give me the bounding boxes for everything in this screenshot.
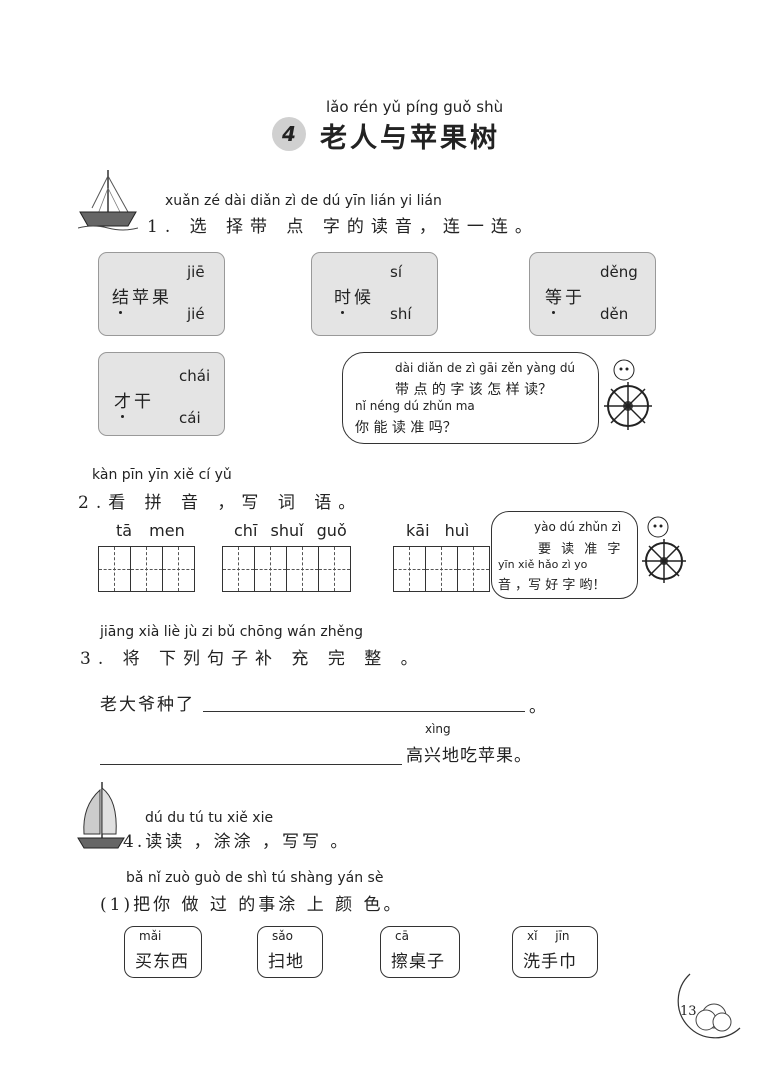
q1-option[interactable]: jié xyxy=(187,305,205,323)
q1-option[interactable]: chái xyxy=(179,367,211,385)
activity-box-sweeping[interactable]: sǎo 扫地 xyxy=(257,926,323,978)
writing-cell[interactable] xyxy=(255,547,287,591)
bubble-text: 音 ，写 好 字 哟！ xyxy=(498,578,606,593)
q4-sub-prompt: (1)把你 做 过 的事涂 上 颜 色。 xyxy=(100,895,404,915)
activity-box-shopping[interactable]: mǎi 买东西 xyxy=(124,926,202,978)
writing-cell[interactable] xyxy=(99,547,131,591)
writing-cell[interactable] xyxy=(223,547,255,591)
q2-hint-bubble: yào dú zhǔn zì 要 读 准 字 yīn xiě hǎo zì yo… xyxy=(491,511,638,599)
q1-option[interactable]: sí xyxy=(390,263,402,281)
syllable: huì xyxy=(444,521,470,540)
q2-prompt: 2.看 拼 音 ，写 词 语。 xyxy=(78,493,363,513)
cartoon-helmsman-icon xyxy=(604,359,652,430)
lesson-number-badge: 4 xyxy=(272,117,306,151)
cartoon-helmsman-icon xyxy=(642,516,686,583)
writing-cell[interactable] xyxy=(394,547,426,591)
q1-prompt: 1. 选 择带 点 字的读音，连一连。 xyxy=(147,217,539,237)
q3-sentence2-end: 高兴地吃苹果。 xyxy=(406,746,532,766)
q2-pinyin: kàn pīn yīn xiě cí yǔ xyxy=(92,467,232,483)
q1-word: 结苹果 xyxy=(112,288,172,308)
q1-word: 时候 xyxy=(334,288,374,308)
q3-prompt: 3. 将 下列句子补 充 完 整 。 xyxy=(80,649,425,669)
syllable: tā xyxy=(116,521,133,540)
bubble-pinyin: yào dú zhǔn zì xyxy=(534,520,622,534)
q1-box-cai: 才干 chái cái xyxy=(98,352,225,436)
writing-cell[interactable] xyxy=(287,547,319,591)
activity-label: 擦桌子 xyxy=(391,952,445,972)
q1-box-jie: 结苹果 jiē jié xyxy=(98,252,225,336)
bubble-text: 你 能 读 准 吗？ xyxy=(355,420,457,436)
page-number: 13 xyxy=(680,1004,697,1019)
q4-pinyin: dú du tú tu xiě xie xyxy=(145,810,274,826)
writing-cell[interactable] xyxy=(426,547,458,591)
bubble-text: 要 读 准 字 xyxy=(538,542,624,557)
q1-option[interactable]: děn xyxy=(600,305,629,323)
syllable: men xyxy=(149,521,185,540)
writing-cell[interactable] xyxy=(458,547,489,591)
bubble-pinyin: dài diǎn de zì gāi zěn yàng dú xyxy=(395,361,576,375)
title-pinyin: lǎo rén yǔ píng guǒ shù xyxy=(326,98,504,116)
emphasis-dot xyxy=(121,415,124,418)
activity-label: 扫地 xyxy=(268,952,304,972)
q1-box-shi: 时候 sí shí xyxy=(311,252,438,336)
activity-pinyin: sǎo xyxy=(272,929,293,943)
writing-cell[interactable] xyxy=(131,547,163,591)
q1-hint-bubble: dài diǎn de zì gāi zěn yàng dú 带 点 的 字 该… xyxy=(342,352,599,444)
syllable: shuǐ xyxy=(270,521,304,540)
q3-sentence1-end: 。 xyxy=(529,697,546,717)
activity-pinyin: cā xyxy=(395,929,409,943)
writing-cell[interactable] xyxy=(163,547,194,591)
q1-box-deng: 等于 děng děn xyxy=(529,252,656,336)
q2-word3-pinyin: kāi huì xyxy=(406,521,469,540)
activity-pinyin: xǐ jīn xyxy=(527,929,570,943)
activity-label: 洗手巾 xyxy=(523,952,577,972)
q3-sentence1-start: 老大爷种了 xyxy=(100,695,195,715)
activity-label: 买东西 xyxy=(135,952,189,972)
q3-sentence2-pinyin: xìng xyxy=(425,722,451,736)
lesson-title: 老人与苹果树 xyxy=(320,123,500,154)
writing-cell[interactable] xyxy=(319,547,350,591)
emphasis-dot xyxy=(119,311,122,314)
activity-box-wiping-table[interactable]: cā 擦桌子 xyxy=(380,926,460,978)
q2-grid-2[interactable] xyxy=(222,546,351,592)
activity-box-washing-towel[interactable]: xǐ jīn 洗手巾 xyxy=(512,926,598,978)
bubble-pinyin: nǐ néng dú zhǔn ma xyxy=(355,399,475,413)
lesson-number: 4 xyxy=(282,122,296,146)
boat-icon xyxy=(78,170,138,231)
q1-word: 才干 xyxy=(114,392,154,412)
sailboat-icon xyxy=(77,782,125,849)
q4-sub-pinyin: bǎ nǐ zuò guò de shì tú shàng yán sè xyxy=(126,870,384,886)
bubble-pinyin: yīn xiě hǎo zì yo xyxy=(498,558,588,571)
q1-option[interactable]: děng xyxy=(600,263,638,281)
q1-word: 等于 xyxy=(545,288,585,308)
q2-word2-pinyin: chī shuǐ guǒ xyxy=(234,521,347,540)
q3-pinyin: jiāng xià liè jù zi bǔ chōng wán zhěng xyxy=(100,624,364,640)
q4-prompt: 4.读读 ，涂涂 ，写写 。 xyxy=(123,832,351,852)
syllable: chī xyxy=(234,521,258,540)
q2-word1-pinyin: tā men xyxy=(116,521,185,540)
syllable: kāi xyxy=(406,521,430,540)
emphasis-dot xyxy=(552,311,555,314)
emphasis-dot xyxy=(341,311,344,314)
crescent-moon-icon xyxy=(677,973,741,1039)
q2-grid-3[interactable] xyxy=(393,546,490,592)
q3-blank-1[interactable] xyxy=(203,711,525,712)
activity-pinyin: mǎi xyxy=(139,929,162,943)
q1-pinyin: xuǎn zé dài diǎn zì de dú yīn lián yi li… xyxy=(165,193,442,209)
q1-option[interactable]: cái xyxy=(179,409,201,427)
bubble-text: 带 点 的 字 该 怎 样 读？ xyxy=(395,382,553,398)
syllable: guǒ xyxy=(316,521,347,540)
q3-blank-2[interactable] xyxy=(100,764,402,765)
q2-grid-1[interactable] xyxy=(98,546,195,592)
q1-option[interactable]: shí xyxy=(390,305,412,323)
q1-option[interactable]: jiē xyxy=(187,263,205,281)
